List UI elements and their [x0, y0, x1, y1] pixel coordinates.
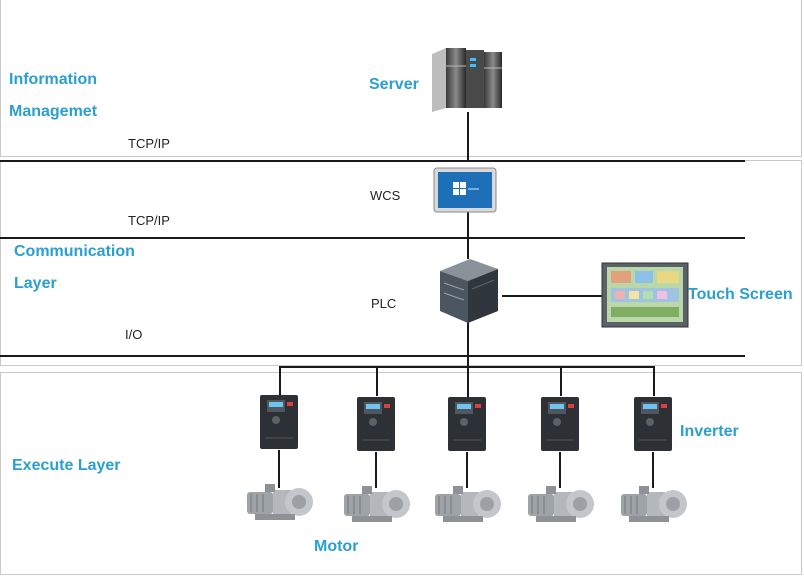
motor-4-icon [526, 482, 596, 526]
bus-to-plc-line [467, 237, 469, 259]
motor-5-icon [619, 482, 689, 526]
motor-1-icon [245, 480, 315, 524]
drop-line-5 [653, 366, 655, 396]
plc-icon [434, 257, 504, 325]
server-icon [428, 46, 508, 114]
plc-label: PLC [371, 296, 397, 311]
tcpip-bus-top [0, 160, 745, 162]
information-label-line1: Information [9, 71, 97, 88]
inv-motor-line-5 [652, 452, 654, 488]
wcs-label: WCS [370, 188, 401, 203]
io-label: I/O [125, 327, 143, 342]
inv-motor-line-3 [466, 452, 468, 488]
tcpip-bus-mid [0, 237, 745, 239]
drop-line-2 [376, 366, 378, 396]
plc-to-io-line [467, 322, 469, 398]
server-to-bus-line [467, 112, 469, 162]
drop-line-4 [560, 366, 562, 396]
drop-line-1 [279, 366, 281, 396]
execute-layer-box [0, 372, 802, 575]
execute-layer-label: Execute Layer [12, 457, 121, 474]
information-layer-box [0, 0, 802, 157]
plc-to-touchscreen-line [502, 295, 602, 297]
inv-motor-line-4 [559, 452, 561, 488]
inv-motor-line-2 [375, 452, 377, 488]
inverter-label: Inverter [680, 423, 739, 440]
communication-layer-label: Communication Layer [14, 236, 135, 300]
communication-label-line1: Communication [14, 243, 135, 260]
inverter-distribution-line [279, 366, 655, 368]
wcs-to-bus-line [467, 212, 469, 240]
server-label: Server [369, 76, 419, 93]
wcs-tablet-icon [433, 167, 497, 213]
tcpip-top-label: TCP/IP [128, 136, 170, 151]
inverter-1-icon [259, 394, 299, 450]
information-layer-label: Information Managemet [9, 64, 97, 128]
inv-motor-line-1 [278, 450, 280, 488]
information-label-line2: Managemet [9, 103, 98, 120]
communication-label-line2: Layer [14, 275, 57, 292]
inverter-5-icon [633, 396, 673, 452]
io-bus [0, 355, 745, 357]
tcpip-mid-label: TCP/IP [128, 213, 170, 228]
inverter-4-icon [540, 396, 580, 452]
motor-2-icon [342, 482, 412, 526]
inverter-3-icon [447, 396, 487, 452]
motor-3-icon [433, 482, 503, 526]
touch-screen-icon [601, 262, 689, 328]
touch-screen-label: Touch Screen [688, 286, 793, 303]
motor-label: Motor [314, 538, 359, 555]
inverter-2-icon [356, 396, 396, 452]
